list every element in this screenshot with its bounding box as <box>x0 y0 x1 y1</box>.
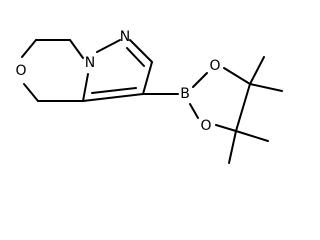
atom-label-ester-o-lower: O <box>200 118 211 134</box>
bond-o-c4 <box>23 83 39 102</box>
bond-methyl-3 <box>235 130 269 142</box>
bond-c-lower-o-lower <box>215 124 237 132</box>
bond-methyl-4 <box>228 130 237 164</box>
bond-n2-c2-inner <box>126 47 145 67</box>
atom-label-n1: N <box>85 55 95 71</box>
bond-b-o-upper <box>192 72 208 88</box>
bond-o-lower-b <box>189 103 199 119</box>
bond-methyl-2 <box>249 83 283 92</box>
atom-label-n2: N <box>120 29 130 45</box>
bond-o-upper-c <box>223 67 251 85</box>
bond-methyl-1 <box>249 56 265 85</box>
atom-label-boron: B <box>180 86 190 102</box>
chemical-structure-diagram: N N O B O O <box>15 29 283 164</box>
atom-label-ester-o-upper: O <box>209 58 220 74</box>
atom-label-oxazine-o: O <box>15 63 26 79</box>
bond-c7-n1 <box>69 39 84 59</box>
bond-c6-o <box>21 39 37 58</box>
bond-c2-c3 <box>142 61 153 95</box>
bond-c3-c3a-inner <box>91 87 137 94</box>
bond-n2-c2 <box>129 39 153 63</box>
bond-c3a-n1 <box>82 73 89 102</box>
bond-c-upper-c-lower <box>235 83 251 132</box>
bond-n1-n2 <box>96 39 121 53</box>
bond-c3-c3a <box>82 93 144 102</box>
